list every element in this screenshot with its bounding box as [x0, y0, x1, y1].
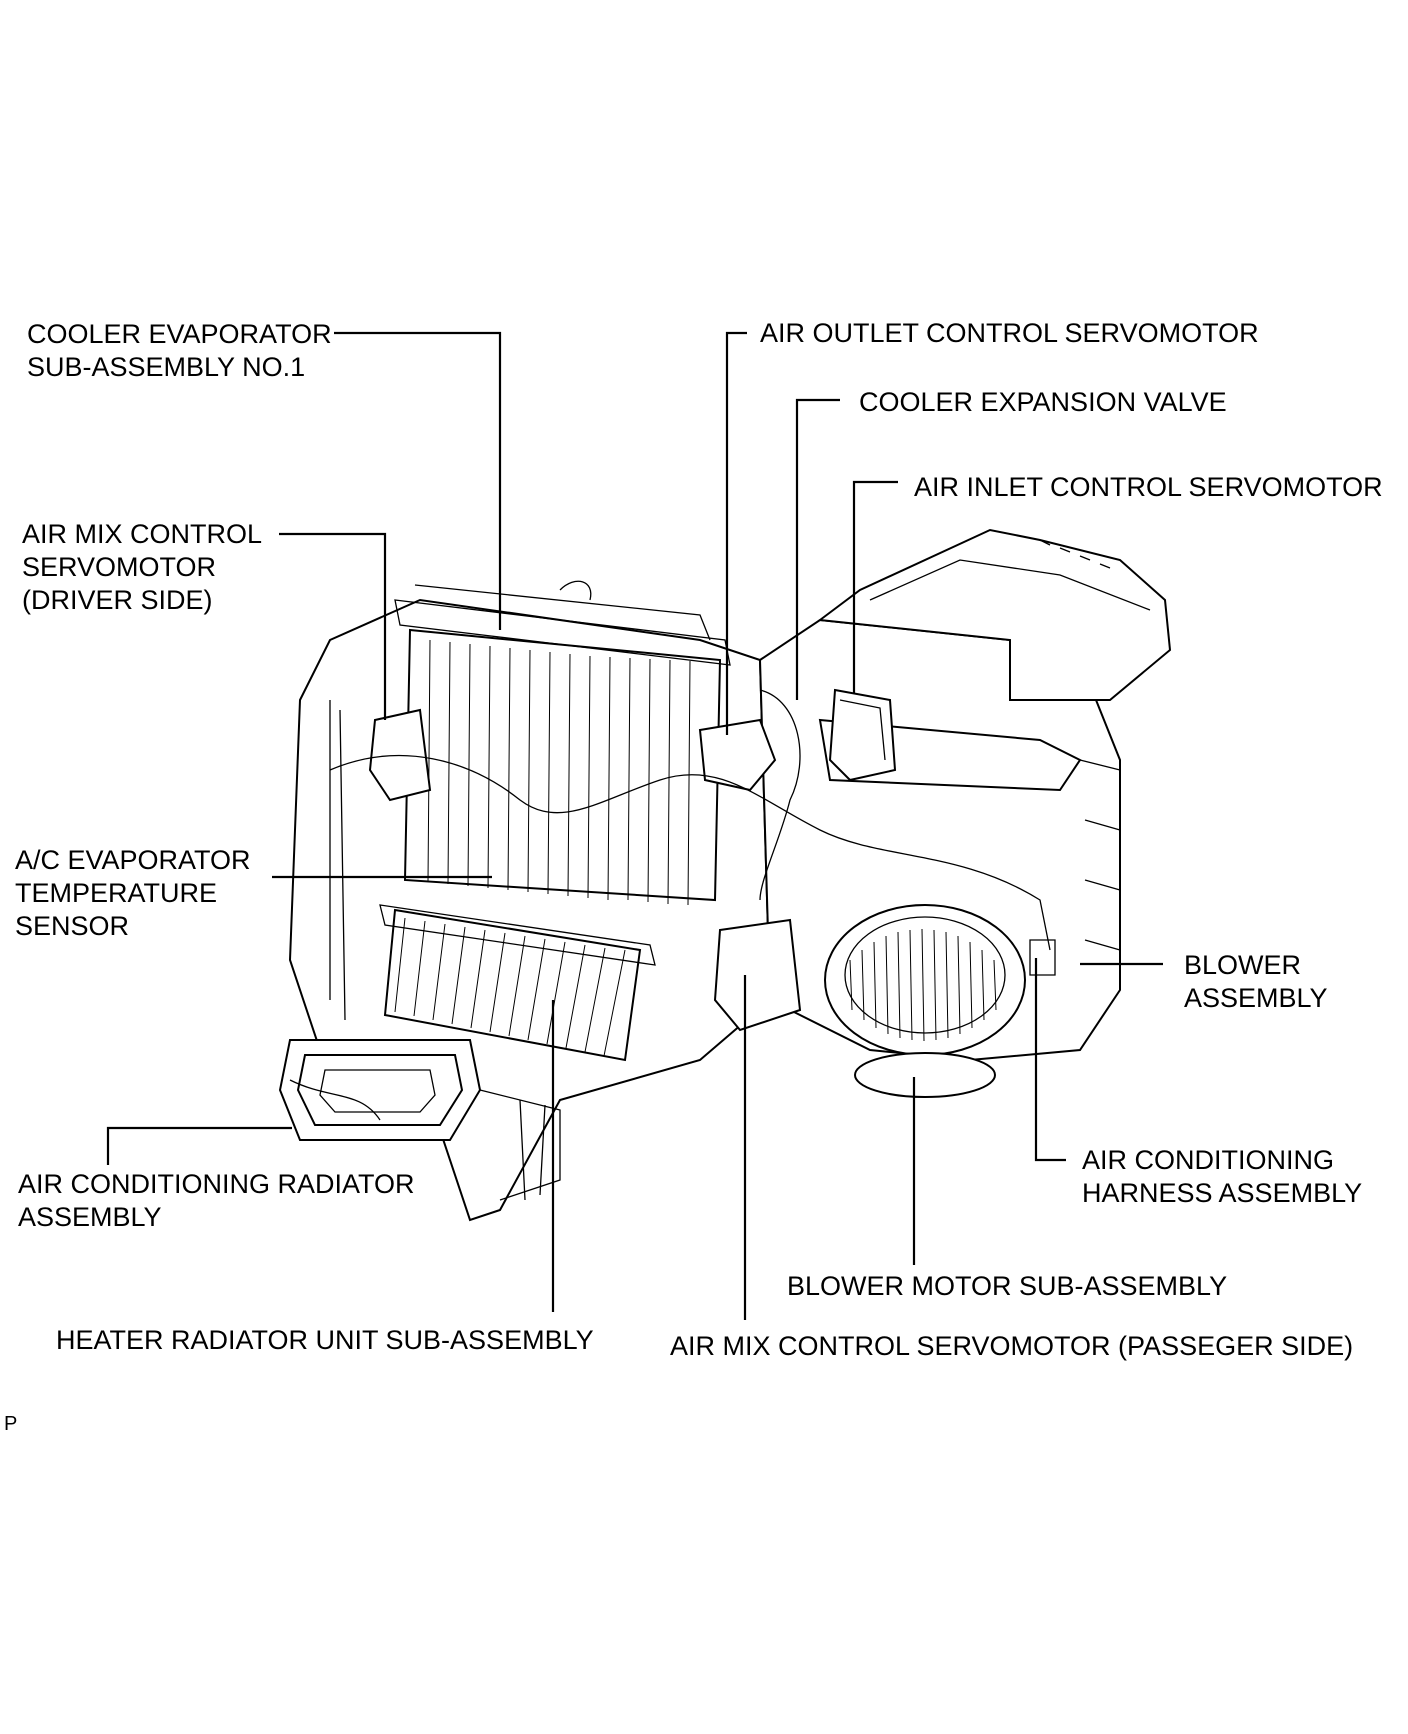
label-heater-radiator: HEATER RADIATOR UNIT SUB-ASSEMBLY	[56, 1325, 594, 1355]
label-air-outlet-servo: AIR OUTLET CONTROL SERVOMOTOR	[760, 318, 1259, 348]
hvac-unit-illustration	[278, 528, 1172, 1222]
ac-harness-wire	[329, 754, 1051, 951]
label-cooler-expansion-valve: COOLER EXPANSION VALVE	[859, 387, 1227, 417]
leader-cooler-expansion-valve	[795, 398, 840, 700]
leader-ac-radiator	[106, 1126, 292, 1165]
figure-code: P	[4, 1413, 17, 1435]
label-blower-assembly: BLOWER ASSEMBLY	[1184, 950, 1328, 1013]
part-labels: COOLER EVAPORATOR SUB-ASSEMBLY NO.1 AIR …	[4, 318, 1383, 1435]
label-ac-evap-temp-sensor: A/C EVAPORATOR TEMPERATURE SENSOR	[15, 845, 258, 941]
leader-air-outlet-servo	[725, 331, 747, 735]
label-ac-harness: AIR CONDITIONING HARNESS ASSEMBLY	[1082, 1145, 1362, 1208]
heater-radiator-core	[379, 904, 656, 1062]
label-air-inlet-servo: AIR INLET CONTROL SERVOMOTOR	[914, 472, 1383, 502]
label-air-mix-passenger: AIR MIX CONTROL SERVOMOTOR (PASSEGER SID…	[670, 1331, 1353, 1361]
air-outlet-servo-body	[698, 718, 777, 792]
label-air-mix-driver: AIR MIX CONTROL SERVOMOTOR (DRIVER SIDE)	[22, 519, 269, 615]
label-cooler-evaporator: COOLER EVAPORATOR SUB-ASSEMBLY NO.1	[27, 319, 339, 382]
leader-lines	[106, 331, 1163, 1320]
leader-air-inlet-servo	[852, 480, 898, 693]
label-blower-motor: BLOWER MOTOR SUB-ASSEMBLY	[787, 1271, 1227, 1301]
leader-air-mix-driver	[279, 532, 387, 720]
air-mix-passenger-servo-body	[713, 918, 802, 1032]
blower-fan	[824, 904, 1026, 1098]
air-inlet-servo-body	[828, 688, 897, 782]
leader-ac-harness	[1034, 958, 1066, 1162]
label-ac-radiator: AIR CONDITIONING RADIATOR ASSEMBLY	[18, 1169, 422, 1232]
leader-cooler-evaporator	[334, 331, 502, 630]
ac-radiator-unit	[278, 1039, 561, 1201]
air-inlet-duct	[817, 528, 1172, 701]
